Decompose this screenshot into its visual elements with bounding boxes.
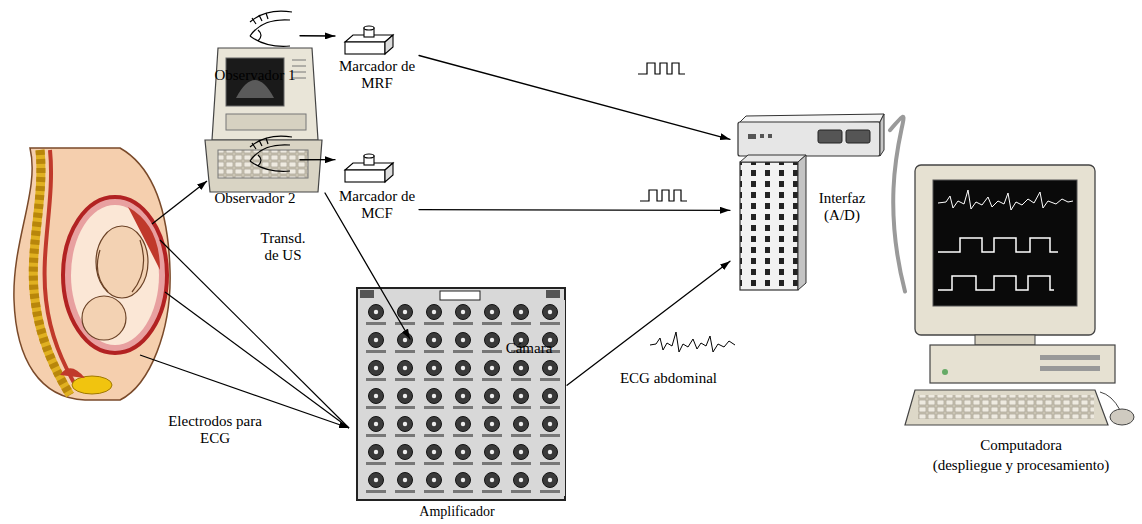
pregnant-woman [14,148,170,400]
free-label: Electrodos para ECG [155,413,275,447]
signal-arrow [300,159,335,160]
data-cable [890,117,905,292]
node-label: Marcador de MRF [335,58,419,92]
signal-arrow [419,209,730,211]
node-label: Cámara [506,340,553,357]
computer [905,165,1134,425]
node-label: Amplificador [419,503,494,520]
push-button-marker [345,26,393,54]
signal-arrow [419,56,730,140]
amplifier-device: Amplificador [352,282,567,522]
observer: Observador 1 [210,10,300,88]
node-label: Observador 1 [214,67,295,84]
signal-label: ECG abdominal [618,370,719,387]
node-label: Interfaz (A/D) [809,190,875,224]
node-label: Computadora [980,437,1062,454]
probe-line [152,181,207,224]
marker-button: Marcador de MCF [335,148,419,226]
observer-eye [250,11,292,46]
electrode-wires [140,240,349,428]
observer: Observador 2 [210,135,300,210]
node-label: (despliegue y procesamiento) [933,457,1110,474]
amplifier-mixer [357,288,565,500]
pulse-train [638,63,685,74]
node-label: Transd. de US [254,230,312,264]
node-label: Marcador de MCF [335,188,419,222]
ecg-trace [650,332,735,352]
ultrasound-device: Transd. de US [200,40,325,265]
camera-device: Cámara [410,312,560,402]
interface-device: Interfaz (A/D) [730,112,890,294]
marker-button: Marcador de MRF [335,18,419,93]
pulse-train [640,190,687,201]
observer-eye [250,136,292,171]
computer-device: Computadora (despliegue y procesamiento) [905,155,1137,480]
node-label: Observador 2 [214,190,295,207]
signal-arrow [567,261,730,385]
push-button-marker [345,154,393,182]
ultrasound-machine [205,48,322,192]
signal-arrow [300,35,335,37]
ad-interface [738,114,884,290]
